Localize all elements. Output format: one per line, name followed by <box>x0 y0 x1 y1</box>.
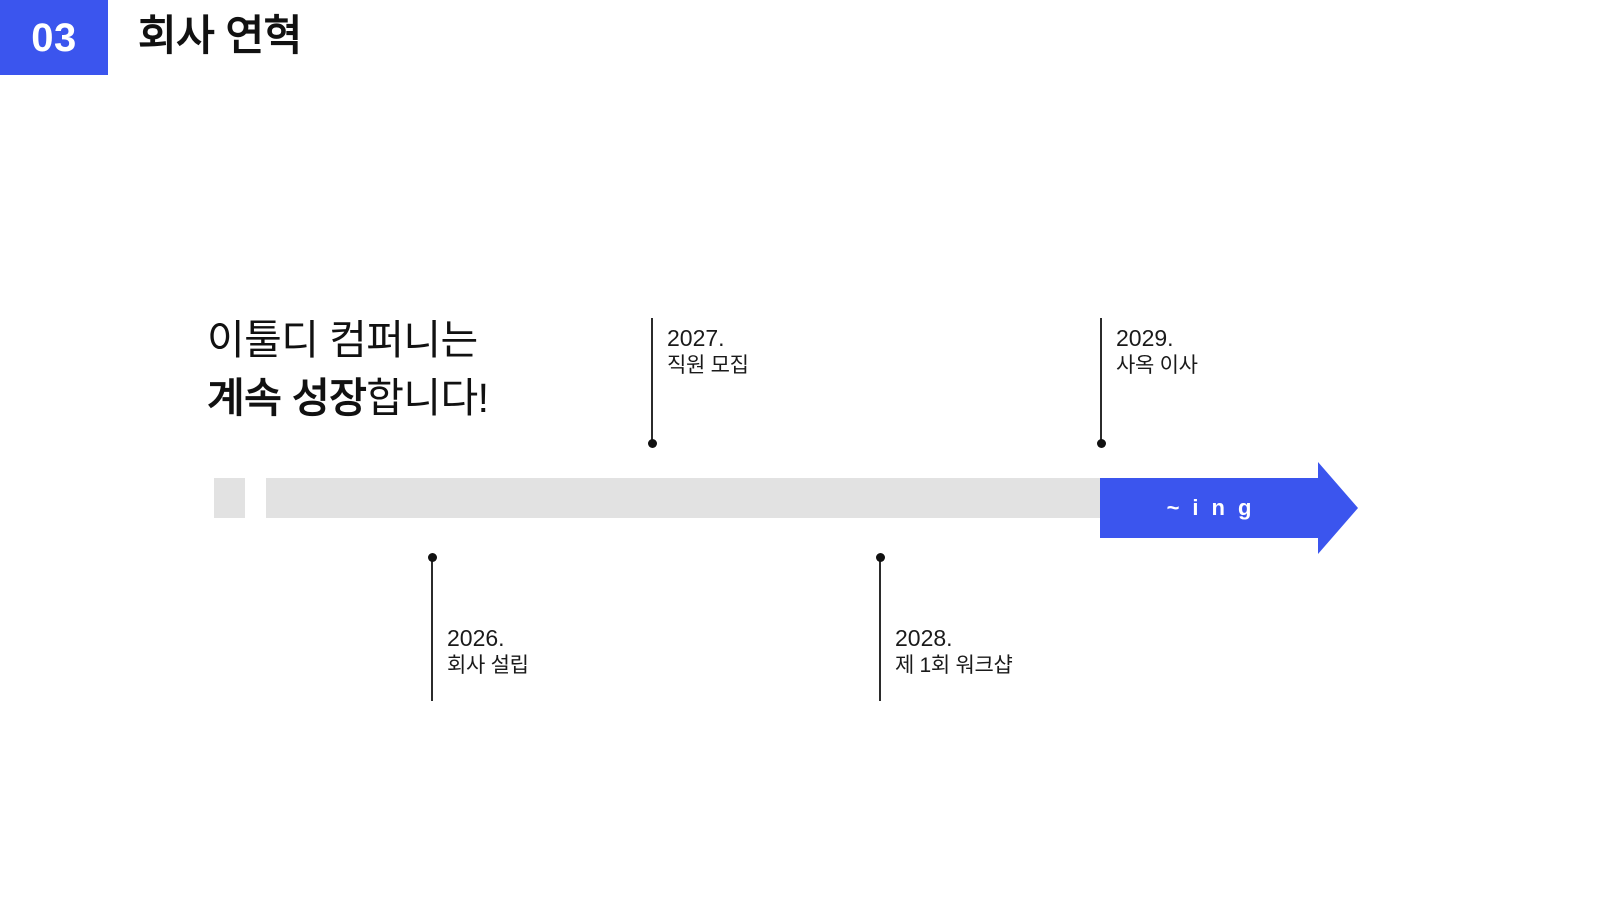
milestone-stem <box>651 318 653 444</box>
milestone-desc: 사옥 이사 <box>1116 354 1198 378</box>
headline-emphasis: 계속 성장 <box>207 375 367 422</box>
headline-line-2-rest: 합니다! <box>366 375 489 422</box>
section-number-text: 03 <box>31 15 77 60</box>
milestone-dot <box>875 553 885 562</box>
milestone-dot <box>647 439 657 448</box>
timeline-bar-stub <box>214 478 245 518</box>
headline-line-2: 계속 성장합니다! <box>207 369 489 427</box>
milestone-labels: 2029. 사옥 이사 <box>1116 324 1198 380</box>
timeline-ongoing-arrow: ~ing <box>1100 462 1358 554</box>
arrow-right-icon <box>1100 462 1358 554</box>
milestone-dot <box>427 553 437 562</box>
milestone-labels: 2027. 직원 모집 <box>667 324 749 380</box>
milestone-desc: 직원 모집 <box>667 354 749 378</box>
milestone-labels: 2028. 제 1회 워크샵 <box>895 624 1013 680</box>
timeline-bar-track <box>266 478 1102 518</box>
milestone-year: 2027. <box>667 325 725 351</box>
milestone-stem <box>879 557 881 701</box>
milestone-labels: 2026. 회사 설립 <box>447 624 529 680</box>
milestone-year: 2026. <box>447 625 505 651</box>
milestone-stem <box>1100 318 1102 444</box>
milestone-dot <box>1096 439 1106 448</box>
milestone-year: 2028. <box>895 625 953 651</box>
section-number-badge: 03 <box>0 0 108 75</box>
milestone-desc: 회사 설립 <box>447 654 529 678</box>
headline-line-1: 이툴디 컴퍼니는 <box>207 317 478 363</box>
milestone-stem <box>431 557 433 701</box>
slide-header: 03 회사 연혁 <box>0 0 1599 76</box>
headline-block: 이툴디 컴퍼니는 계속 성장합니다! <box>207 311 489 427</box>
page-title: 회사 연혁 <box>138 12 302 59</box>
milestone-year: 2029. <box>1116 325 1174 351</box>
milestone-desc: 제 1회 워크샵 <box>895 654 1013 678</box>
